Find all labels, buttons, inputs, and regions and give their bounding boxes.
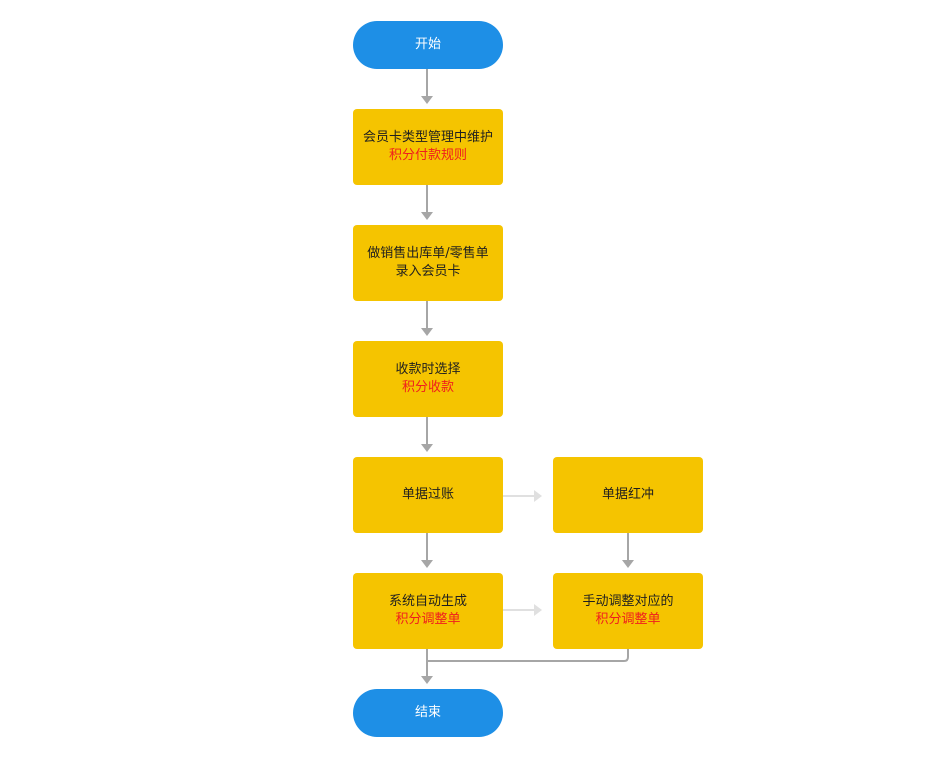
manual-adjust-node: 手动调整对应的 积分调整单 xyxy=(553,573,703,649)
post-document-label: 单据过账 xyxy=(401,487,454,502)
connector-group xyxy=(426,69,629,680)
enter-card-line1: 做销售出库单/零售单 xyxy=(367,246,489,261)
arrowhead xyxy=(534,604,542,616)
reverse-document-label: 单据红冲 xyxy=(601,487,654,502)
start-node: 开始 xyxy=(353,21,503,69)
start-label: 开始 xyxy=(414,37,441,52)
select-payment-node: 收款时选择 积分收款 xyxy=(353,341,503,417)
select-payment-line2: 积分收款 xyxy=(401,380,454,395)
auto-generate-line2: 积分调整单 xyxy=(395,612,461,627)
arrowhead xyxy=(421,560,433,568)
post-document-node: 单据过账 xyxy=(353,457,503,533)
maintain-rules-line2: 积分付款规则 xyxy=(388,148,467,163)
arrowhead xyxy=(421,328,433,336)
arrowhead xyxy=(421,96,433,104)
auto-generate-line1: 系统自动生成 xyxy=(388,594,467,609)
end-node: 结束 xyxy=(353,689,503,737)
manual-adjust-line2: 积分调整单 xyxy=(595,612,661,627)
line-manual-to-end xyxy=(427,649,629,662)
auto-generate-node: 系统自动生成 积分调整单 xyxy=(353,573,503,649)
reverse-document-node: 单据红冲 xyxy=(553,457,703,533)
arrowhead xyxy=(421,676,433,684)
end-label: 结束 xyxy=(414,705,441,720)
select-payment-line1: 收款时选择 xyxy=(395,362,461,377)
maintain-rules-node: 会员卡类型管理中维护 积分付款规则 xyxy=(353,109,503,185)
manual-adjust-line1: 手动调整对应的 xyxy=(582,594,674,609)
enter-card-node: 做销售出库单/零售单 录入会员卡 xyxy=(353,225,503,301)
arrowhead xyxy=(421,444,433,452)
arrowheads xyxy=(421,96,634,684)
maintain-rules-line1: 会员卡类型管理中维护 xyxy=(362,130,493,145)
arrowhead xyxy=(534,490,542,502)
arrowhead xyxy=(622,560,634,568)
enter-card-line2: 录入会员卡 xyxy=(395,264,461,279)
arrowhead xyxy=(421,212,433,220)
